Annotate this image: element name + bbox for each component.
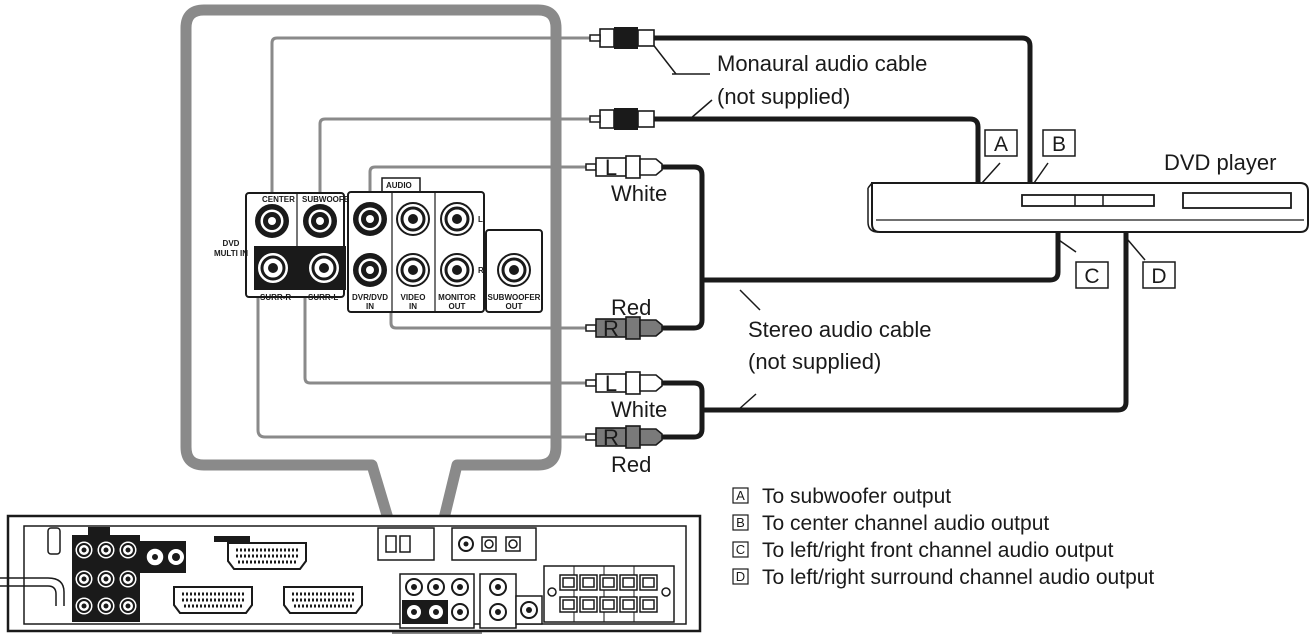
dvd-multi-in-label-1: DVD <box>223 239 240 248</box>
subwoofer-jack <box>303 204 337 238</box>
svg-text:To left/right surround channel: To left/right surround channel audio out… <box>762 566 1154 589</box>
dvr-dvd-in-label-2: IN <box>366 302 374 311</box>
red-label-1: Red <box>611 295 651 320</box>
svg-text:D: D <box>736 569 745 584</box>
video-in-left-jack <box>395 201 431 237</box>
dvd-multi-in-label-2: MULTI IN <box>214 249 248 258</box>
legend: A To subwoofer output B To center channe… <box>732 485 1154 589</box>
front-right-plug <box>585 316 663 340</box>
dvr-dvd-in-label-1: DVR/DVD <box>352 293 388 302</box>
monitor-out-label-1: MONITOR <box>438 293 476 302</box>
box-c: C <box>1075 261 1109 289</box>
svg-text:B: B <box>1052 133 1066 156</box>
dvr-right-cable-inner <box>368 266 586 330</box>
channel-l-label: L <box>478 215 483 224</box>
d-leader <box>1127 239 1146 261</box>
b-leader <box>1033 162 1049 184</box>
surround-left-plug-letter: L <box>605 371 617 396</box>
front-right-plug-letter: R <box>603 316 619 341</box>
channel-r-label: R <box>478 266 484 275</box>
white-label-1: White <box>611 181 667 206</box>
center-cable-inner <box>270 36 590 208</box>
svg-text:C: C <box>736 542 745 557</box>
enlarged-input-panel: CENTER SUBWOOFER SURR-R SURR-L DVD MULTI… <box>214 36 590 439</box>
video-in-label-2: IN <box>409 302 417 311</box>
monitor-out-label-2: OUT <box>449 302 466 311</box>
svg-text:To subwoofer output: To subwoofer output <box>762 485 951 508</box>
surr-l-jack <box>306 250 342 286</box>
subwoofer-cable <box>652 116 981 183</box>
legend-item-a: A To subwoofer output <box>732 485 951 508</box>
box-b: B <box>1042 129 1076 157</box>
dvd-player-label: DVD player <box>1164 150 1276 175</box>
white-label-2: White <box>611 397 667 422</box>
center-plug <box>589 26 655 50</box>
monaural-leader-2 <box>689 99 713 120</box>
stereo-cable-label-1: Stereo audio cable <box>748 317 931 342</box>
subwoofer-out-label-2: OUT <box>506 302 523 311</box>
surr-l-cable-inner <box>303 266 586 385</box>
subwoofer-plug <box>589 107 655 131</box>
monaural-cable-label-2: (not supplied) <box>717 84 850 109</box>
surround-left-plug <box>585 371 663 395</box>
video-in-label-1: VIDEO <box>401 293 426 302</box>
stereo-leader-1 <box>739 289 761 311</box>
surround-right-plug <box>585 425 663 449</box>
box-a: A <box>984 129 1018 157</box>
video-in-right-jack <box>395 252 431 288</box>
dvr-dvd-in-right-jack <box>353 253 387 287</box>
surr-r-jack <box>255 250 291 286</box>
center-jack <box>255 204 289 238</box>
receiver-rear-panel <box>0 514 702 633</box>
box-d: D <box>1142 261 1176 289</box>
subwoofer-out-jack <box>496 252 532 288</box>
front-left-plug-letter: L <box>605 155 617 180</box>
legend-item-b: B To center channel audio output <box>732 512 1049 535</box>
stereo-front-cable-r <box>654 280 705 331</box>
svg-text:C: C <box>1084 265 1099 288</box>
stereo-surround-cable-r <box>654 410 705 440</box>
front-left-plug <box>585 155 663 179</box>
surr-r-label: SURR-R <box>260 293 291 302</box>
surround-right-plug-letter: R <box>603 425 619 450</box>
svg-text:To center channel audio output: To center channel audio output <box>762 512 1049 535</box>
monitor-out-right-jack <box>439 252 475 288</box>
subwoofer-label: SUBWOOFER <box>302 195 355 204</box>
svg-text:To left/right front channel au: To left/right front channel audio output <box>762 539 1114 562</box>
center-cable <box>652 35 1033 183</box>
surr-r-cable-inner <box>256 267 586 439</box>
dvr-left-cable-inner <box>368 165 590 208</box>
center-label: CENTER <box>262 195 295 204</box>
legend-item-c: C To left/right front channel audio outp… <box>732 539 1114 562</box>
svg-text:B: B <box>736 515 745 530</box>
monaural-cable-label-1: Monaural audio cable <box>717 51 927 76</box>
stereo-cable-label-2: (not supplied) <box>748 349 881 374</box>
subwoofer-cable-inner <box>318 117 590 208</box>
monitor-out-left-jack <box>439 201 475 237</box>
surr-l-label: SURR-L <box>308 293 338 302</box>
svg-text:A: A <box>736 488 745 503</box>
a-leader <box>981 162 1001 184</box>
dvd-player <box>867 182 1309 233</box>
stereo-leader-2 <box>737 393 757 411</box>
svg-text:A: A <box>994 133 1008 156</box>
c-leader <box>1055 237 1077 253</box>
subwoofer-out-label-1: SUBWOOFER <box>488 293 541 302</box>
audio-header: AUDIO <box>386 181 412 190</box>
dvr-dvd-in-left-jack <box>353 202 387 236</box>
legend-item-d: D To left/right surround channel audio o… <box>732 566 1154 589</box>
red-label-2: Red <box>611 452 651 477</box>
svg-text:D: D <box>1151 265 1166 288</box>
